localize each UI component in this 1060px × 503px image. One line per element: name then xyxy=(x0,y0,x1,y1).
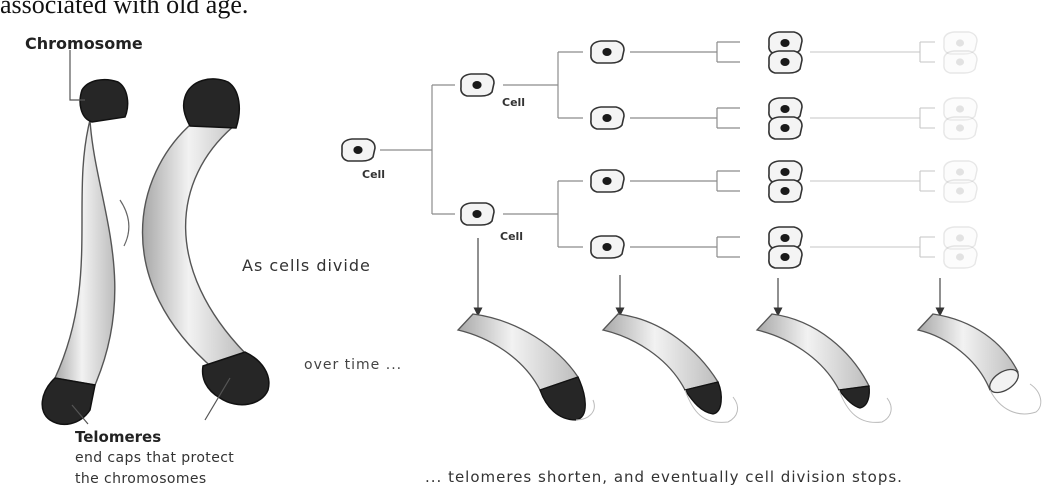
telomeres-label: Telomeres xyxy=(75,428,162,446)
top-caption: associated with old age. xyxy=(0,0,249,19)
telomere-cap-bottom-left xyxy=(41,377,96,426)
over-time-label: over time ... xyxy=(304,357,403,373)
cell-pair xyxy=(769,32,802,73)
cell-pair-faded xyxy=(944,161,977,202)
cell-pair-faded xyxy=(944,32,977,73)
telomere-cap-top-right xyxy=(182,78,241,129)
cell-pair xyxy=(769,227,802,268)
cell-label: Cell xyxy=(500,230,524,243)
cell-generation-1 xyxy=(460,73,495,226)
telomere-cap-bottom-right xyxy=(201,351,270,406)
chromosome-segment-2 xyxy=(601,313,739,423)
cell xyxy=(460,202,495,226)
down-arrows xyxy=(473,238,945,317)
cell xyxy=(590,106,625,130)
telomere-cap xyxy=(683,381,722,415)
chromosome-segment-1 xyxy=(456,313,595,421)
cell xyxy=(590,235,625,259)
cell-generation-0 xyxy=(341,138,376,162)
cell-generation-2 xyxy=(590,40,625,259)
cell-pair-faded xyxy=(944,98,977,139)
as-cells-divide-label: As cells divide xyxy=(242,256,371,275)
division-lines xyxy=(380,41,740,258)
chromosome-segment-3 xyxy=(755,313,892,423)
chromosome-label: Chromosome xyxy=(25,34,143,53)
cell xyxy=(590,169,625,193)
telomere-cap xyxy=(837,385,870,409)
telomeres-description-line: the chromosomes xyxy=(75,471,207,487)
division-lines-faded xyxy=(810,41,935,258)
chromatid-left xyxy=(53,119,116,386)
cell-pair xyxy=(769,98,802,139)
cell xyxy=(341,138,376,162)
cell-generation-3 xyxy=(769,32,802,268)
telomere-cap-top-left xyxy=(79,78,129,123)
telomeres-description: end caps that protect the chromosomes xyxy=(75,448,234,490)
chromosome-leader-line xyxy=(69,50,85,101)
cell-pair xyxy=(769,161,802,202)
bare-chromosome-end xyxy=(989,368,1019,394)
cell xyxy=(590,40,625,64)
chromosome xyxy=(41,78,270,426)
cell xyxy=(460,73,495,97)
cell-generation-4-faded xyxy=(944,32,977,268)
bottom-note: ... telomeres shorten, and eventually ce… xyxy=(425,468,903,486)
telomeres-description-line: end caps that protect xyxy=(75,450,235,466)
cell-label: Cell xyxy=(362,168,386,181)
chromatid-right xyxy=(141,124,247,371)
cell-pair-faded xyxy=(944,227,977,268)
chromosome-segment-4 xyxy=(916,313,1042,415)
telomere-leader-lines xyxy=(71,377,231,425)
cell-label: Cell xyxy=(502,96,526,109)
